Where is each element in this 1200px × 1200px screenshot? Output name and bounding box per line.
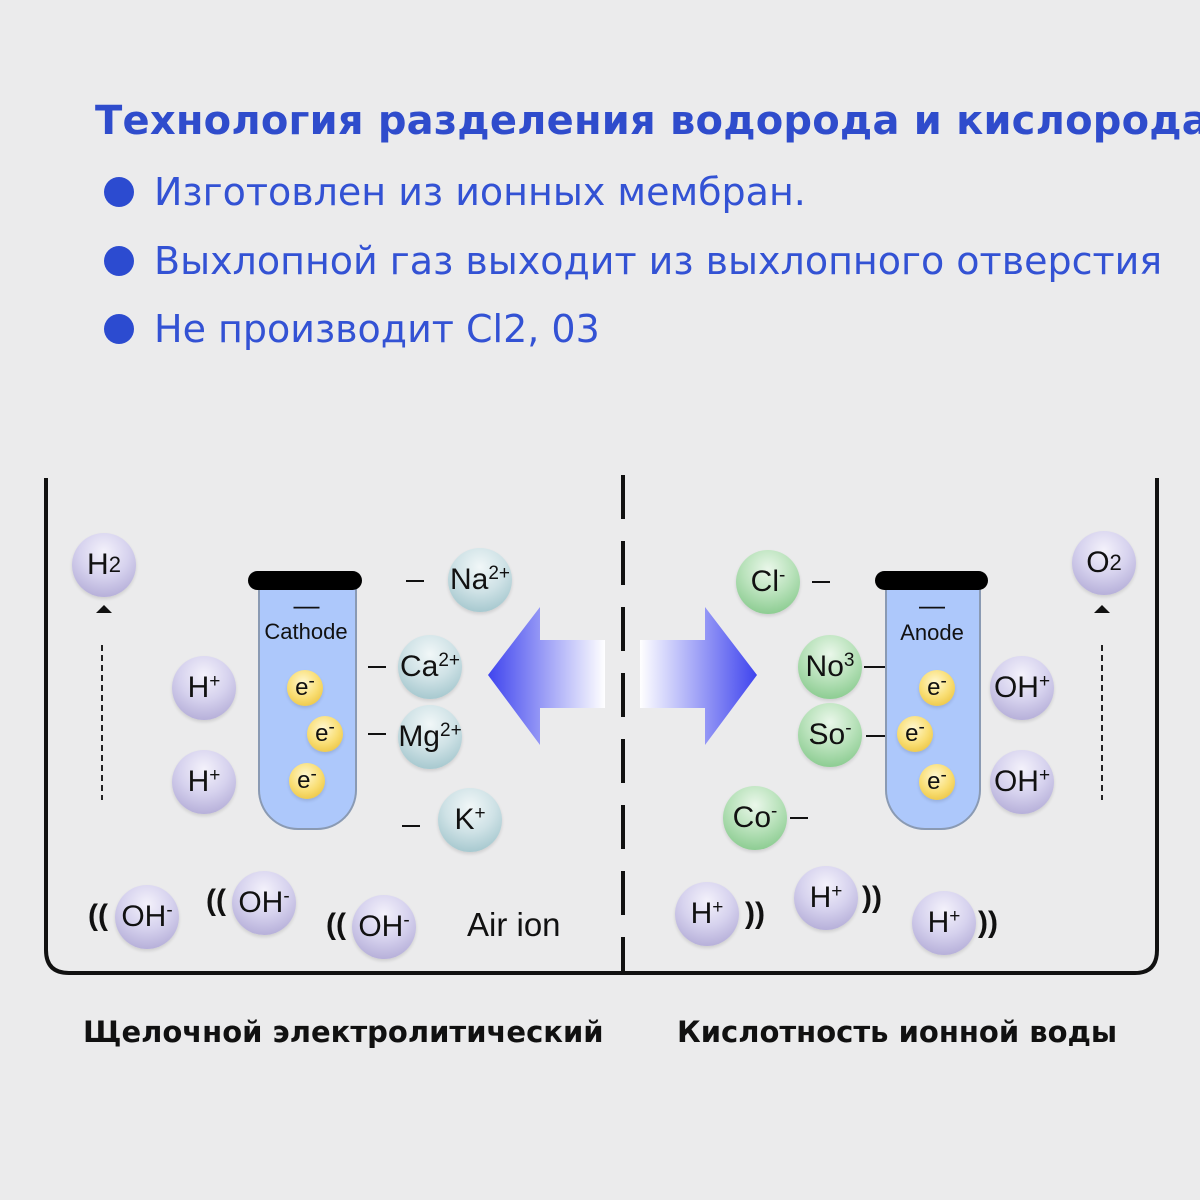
air-ion-h: H+ xyxy=(912,891,976,955)
bond-dashes xyxy=(260,580,980,827)
cathode-sign: — xyxy=(293,590,320,620)
triangle-up-icon xyxy=(1094,605,1110,613)
arrow-left-icon xyxy=(488,607,605,745)
ion-co: Co- xyxy=(723,786,787,850)
air-ion-oh: OH- xyxy=(232,871,296,935)
bullet-dot-icon xyxy=(104,246,134,276)
air-ion-h: H+ xyxy=(794,866,858,930)
air-ion-oh: OH- xyxy=(115,885,179,949)
ion-cl: Cl- xyxy=(736,550,800,614)
bullet-text: Не производит Cl2, 03 xyxy=(154,307,600,351)
ion-so: So- xyxy=(798,703,862,767)
air-ion-oh: OH- xyxy=(352,895,416,959)
electron: e- xyxy=(897,716,933,752)
triangle-up-icon xyxy=(96,605,112,613)
ion-k: K+ xyxy=(438,788,502,852)
bullet-item: Не производит Cl2, 03 xyxy=(104,307,600,351)
bullet-text: Выхлопной газ выходит из выхлопного отве… xyxy=(154,239,1163,283)
caption-alkaline: Щелочной электролитический xyxy=(83,1015,604,1049)
electron: e- xyxy=(919,764,955,800)
wave-icon: (( xyxy=(206,884,226,917)
wave-icon: )) xyxy=(862,881,882,914)
air-ion-label: Air ion xyxy=(467,906,561,943)
cathode-cap xyxy=(248,571,362,590)
cathode-label: Cathode xyxy=(264,619,348,644)
ion-h: H+ xyxy=(172,750,236,814)
wave-icon: (( xyxy=(326,908,346,941)
anode-sign: — xyxy=(919,590,945,620)
page-title: Технология разделения водорода и кислоро… xyxy=(95,98,1200,144)
anode-label: Anode xyxy=(900,620,964,645)
wave-icon: (( xyxy=(88,899,108,932)
arrow-right-icon xyxy=(640,607,757,745)
bullet-dot-icon xyxy=(104,177,134,207)
electron: e- xyxy=(919,670,955,706)
electron: e- xyxy=(287,670,323,706)
ion-oh: OH+ xyxy=(990,750,1054,814)
bullet-item: Изготовлен из ионных мембран. xyxy=(104,170,806,214)
ion-oh: OH+ xyxy=(990,656,1054,720)
bullet-item: Выхлопной газ выходит из выхлопного отве… xyxy=(104,239,1162,283)
bullet-text: Изготовлен из ионных мембран. xyxy=(154,170,806,214)
bullet-dot-icon xyxy=(104,314,134,344)
anode-cap xyxy=(875,571,988,590)
electron: e- xyxy=(289,763,325,799)
air-ion-h: H+ xyxy=(675,882,739,946)
caption-acidic: Кислотность ионной воды xyxy=(677,1015,1118,1049)
wave-icon: )) xyxy=(745,897,765,930)
wave-icon: )) xyxy=(978,906,998,939)
electron: e- xyxy=(307,716,343,752)
ion-h: H+ xyxy=(172,656,236,720)
cell-container xyxy=(44,478,1159,975)
